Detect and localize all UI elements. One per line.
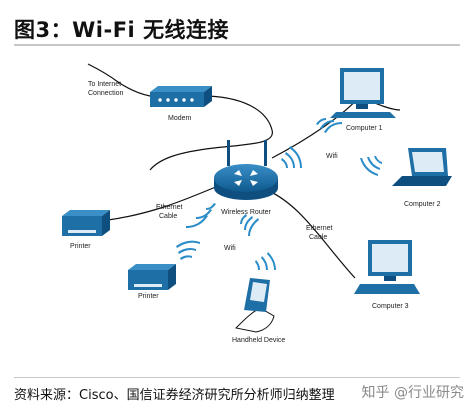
bottom-divider — [14, 377, 460, 378]
ethernet-right-label-line2: Cable — [309, 234, 327, 241]
title-chinese: 无线连接 — [143, 17, 230, 42]
wifi-waves-printer — [176, 240, 200, 260]
wifi-right-label: Wifi — [326, 153, 338, 160]
handheld-label: Handheld Device — [232, 337, 285, 344]
printer-top-label: Printer — [70, 243, 91, 250]
wifi-waves-computer1 — [316, 118, 342, 133]
printer-ethernet-cable — [107, 185, 219, 221]
internet-cable — [87, 63, 151, 97]
ethernet-right-label-line1: Ethernet — [306, 225, 333, 232]
wifi-waves — [176, 118, 382, 270]
figure-number: 图3： — [14, 18, 73, 42]
modem-icon — [150, 86, 212, 107]
printer-bottom-icon — [128, 264, 176, 290]
printer-top-icon — [62, 210, 110, 236]
modem-label: Modem — [168, 115, 192, 122]
computer1-label: Computer 1 — [346, 125, 383, 132]
computer2-label: Computer 2 — [404, 201, 441, 208]
wifi-waves-router-right — [281, 146, 302, 168]
top-divider — [14, 44, 460, 46]
title-latin: Wi-Fi — [72, 18, 136, 42]
modem-router-cable — [149, 95, 273, 171]
internet-connection-label-line1: To Internet — [88, 81, 121, 88]
internet-connection-label-line2: Connection — [88, 90, 124, 97]
router-label: Wireless Router — [221, 209, 271, 216]
computer3-label: Computer 3 — [372, 303, 409, 310]
wifi-left-label: Wifi — [224, 245, 236, 252]
source-note: 资料来源：Cisco、国信证券经济研究所分析师归纳整理 — [14, 388, 335, 403]
computer1-icon — [330, 68, 396, 118]
printer-bottom-label: Printer — [138, 293, 159, 300]
handheld-device-icon — [234, 278, 275, 333]
wifi-network-diagram: To Internet Connection Modem Wireless Ro… — [62, 63, 452, 344]
wireless-router-icon — [214, 140, 278, 200]
wifi-waves-router-left — [186, 203, 216, 228]
watermark: 知乎 @行业研究 — [361, 385, 464, 401]
figure-title: 图3：Wi-Fi 无线连接 — [14, 14, 229, 44]
computer3-ethernet-cable — [261, 187, 356, 279]
wifi-waves-router-bottom — [240, 214, 259, 236]
ethernet-left-label-line1: Ethernet — [156, 204, 183, 211]
wifi-waves-handheld — [255, 252, 276, 270]
ethernet-left-label-line2: Cable — [159, 213, 177, 220]
computer2-icon — [392, 148, 452, 186]
computer3-icon — [354, 240, 420, 294]
wifi-waves-computer2 — [360, 156, 382, 176]
